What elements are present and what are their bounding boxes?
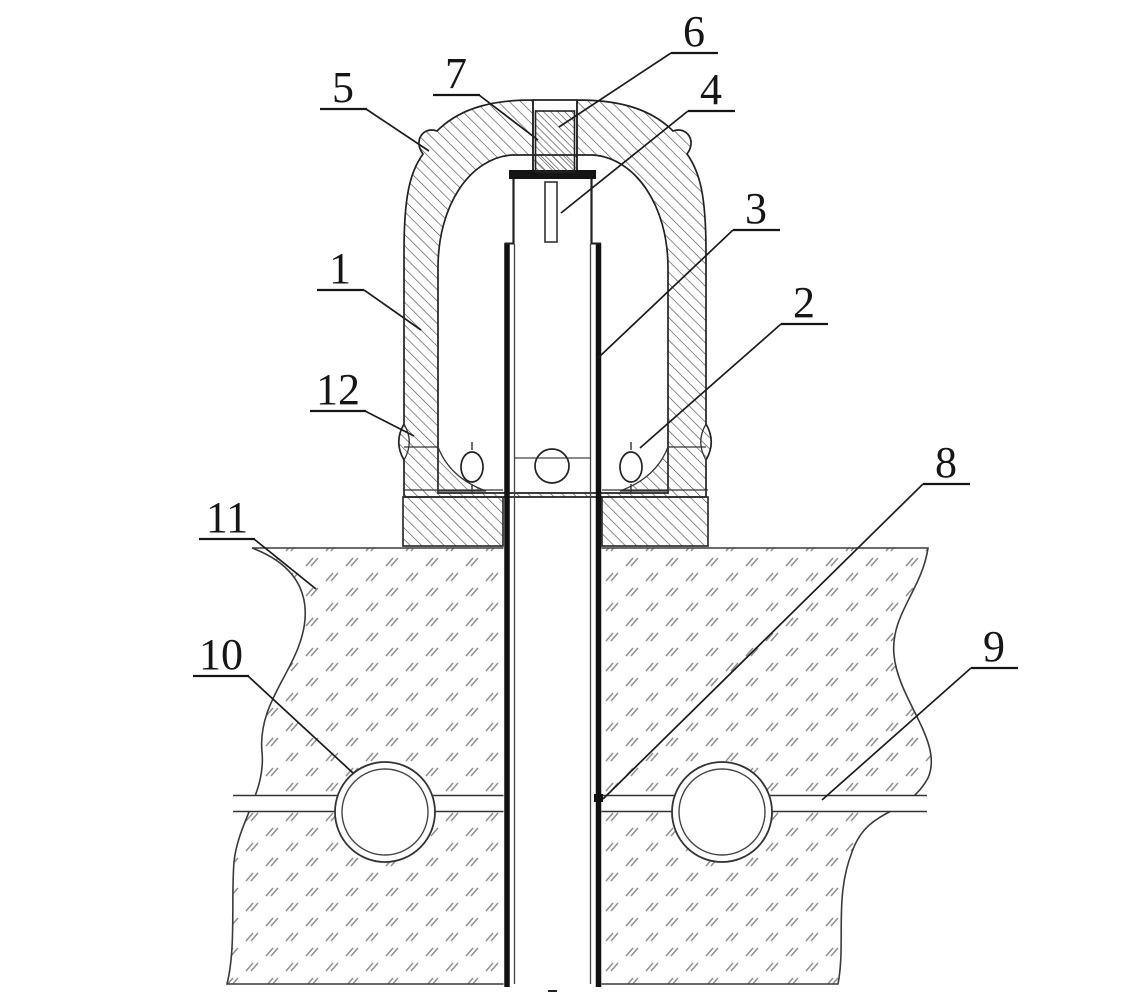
leader-8 bbox=[602, 483, 924, 800]
label-9: 9 bbox=[983, 622, 1005, 671]
pipe-cross-section-right-inner bbox=[678, 768, 766, 856]
port-right bbox=[619, 451, 643, 483]
inner-tube bbox=[504, 170, 602, 992]
leader-6 bbox=[558, 52, 672, 128]
pipe-cross-section-left-inner bbox=[341, 768, 429, 856]
leader-7 bbox=[478, 94, 539, 141]
leader-1 bbox=[363, 289, 422, 331]
leader-5 bbox=[365, 108, 430, 152]
callout-labels: 6 7 5 4 3 2 1 12 11 10 8 9 bbox=[199, 7, 1005, 679]
label-6: 6 bbox=[683, 7, 705, 56]
tube-bore bbox=[503, 172, 602, 989]
flange-left bbox=[402, 496, 504, 547]
leader-11 bbox=[253, 538, 317, 590]
label-3: 3 bbox=[745, 184, 767, 233]
leader-lines bbox=[247, 52, 972, 801]
leader-10 bbox=[247, 675, 354, 774]
label-12: 12 bbox=[316, 365, 360, 414]
valve-ball bbox=[534, 448, 570, 484]
label-1: 1 bbox=[329, 244, 351, 293]
inner-slot bbox=[544, 181, 558, 243]
label-8: 8 bbox=[935, 438, 957, 487]
flange-right bbox=[601, 496, 709, 547]
gusset-left bbox=[437, 446, 487, 492]
label-2: 2 bbox=[793, 278, 815, 327]
label-5: 5 bbox=[332, 63, 354, 112]
callout-underlines bbox=[193, 51, 1018, 678]
neck-groove-right bbox=[700, 423, 707, 461]
label-10: 10 bbox=[199, 630, 243, 679]
dome-housing bbox=[397, 99, 713, 498]
leader-3 bbox=[597, 229, 734, 359]
leader-2 bbox=[639, 323, 782, 449]
tube-top-cap bbox=[509, 170, 596, 179]
leader-9 bbox=[821, 667, 972, 801]
port-left bbox=[460, 451, 484, 483]
gusset-right bbox=[619, 446, 669, 492]
label-7: 7 bbox=[445, 49, 467, 98]
leader-4 bbox=[560, 110, 689, 214]
pipe-cross-sections bbox=[334, 761, 773, 863]
label-4: 4 bbox=[700, 65, 722, 114]
ports bbox=[460, 442, 643, 492]
pipe-tube-junction bbox=[594, 794, 603, 802]
neck-groove-left bbox=[403, 423, 410, 461]
leader-12 bbox=[364, 410, 415, 437]
flange bbox=[402, 496, 709, 547]
label-11: 11 bbox=[206, 493, 248, 542]
